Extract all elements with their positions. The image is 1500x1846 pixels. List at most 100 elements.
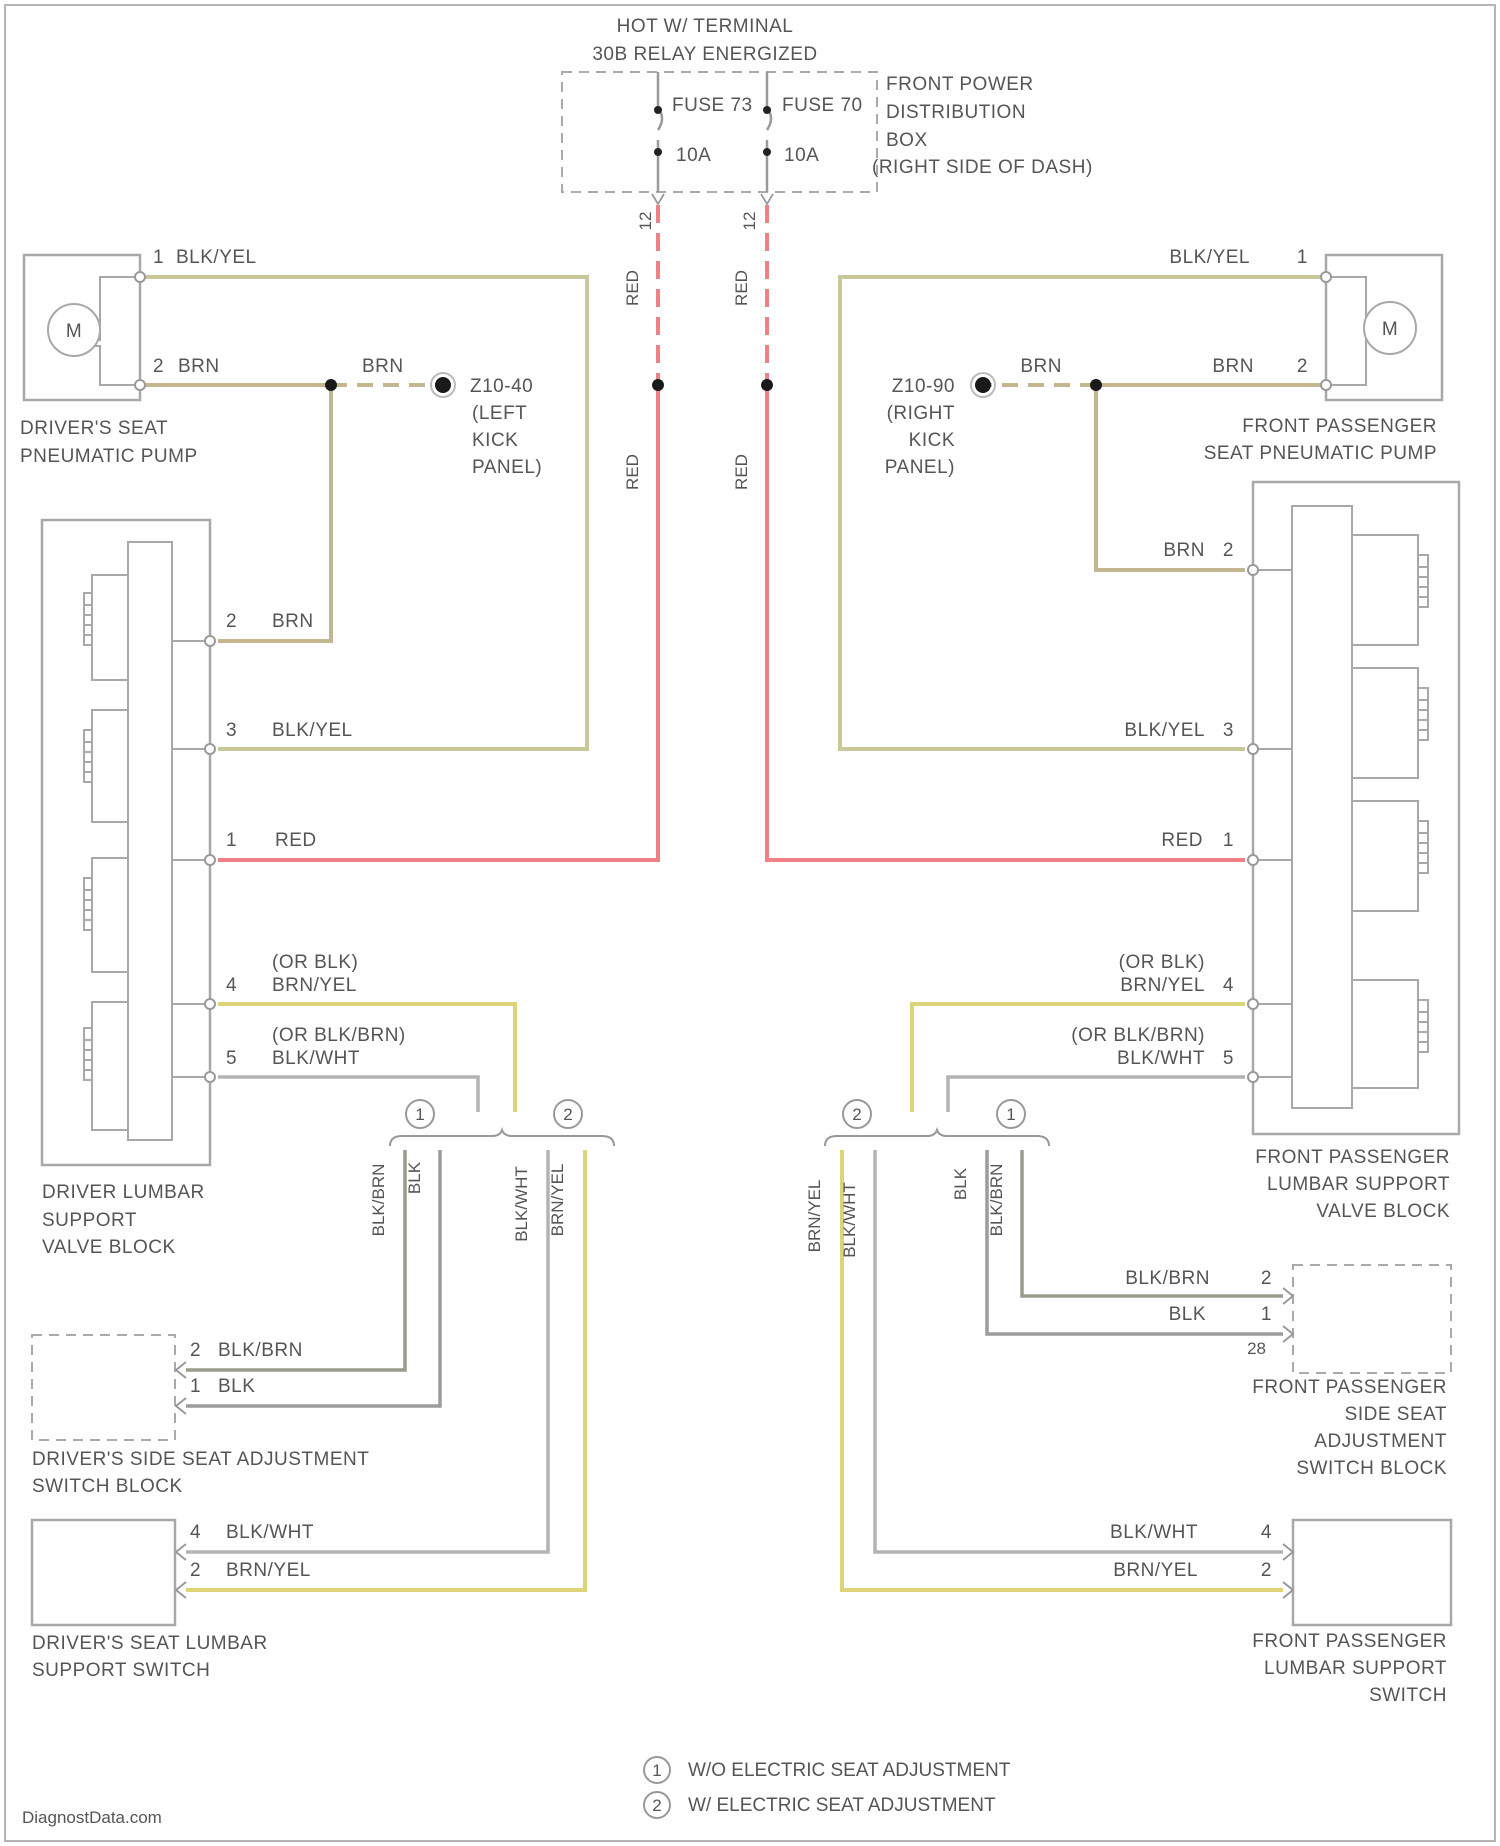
pass-switch-block-box: [1293, 1265, 1451, 1373]
option-symbol-left-2: 2: [554, 1100, 582, 1128]
pass-valve-pin5-wire: BLK/WHT: [1117, 1048, 1205, 1069]
vlabel-right-brn-yel: BRN/YEL: [805, 1180, 824, 1253]
pass-valve-pin5: 5: [1223, 1048, 1234, 1069]
svg-text:1: 1: [652, 1761, 661, 1780]
driver-pump-pin2-wire: BRN: [178, 356, 220, 377]
pass-lumbar-label-1: FRONT PASSENGER: [1252, 1631, 1447, 1652]
blk-wht-wire-right-lower: [875, 1150, 1283, 1552]
pass-lumbar-label-2: LUMBAR SUPPORT: [1264, 1658, 1447, 1679]
driver-pump-pin1: 1: [153, 247, 164, 268]
pass-switch-pin28: 28: [1247, 1339, 1266, 1358]
fuse-70: [767, 72, 771, 192]
brn-yel-wire-left: [218, 1004, 515, 1112]
driver-switch-pin2: 2: [190, 1340, 201, 1361]
brn-wire-left: [140, 385, 440, 641]
driver-switch-pin2-wire: BLK/BRN: [218, 1340, 303, 1361]
red-wire-left: [218, 205, 658, 860]
driver-pump-label-1: DRIVER'S SEAT: [20, 418, 168, 439]
pass-pump-pin1-wire: BLK/YEL: [1169, 247, 1250, 268]
blk-yel-wire-left: [140, 277, 587, 749]
fuse-box-label-4: (RIGHT SIDE OF DASH): [872, 157, 1093, 178]
svg-text:1: 1: [415, 1105, 424, 1124]
fuse-pin-left: 12: [636, 212, 655, 231]
pass-valve-pin1: 1: [1223, 830, 1234, 851]
svg-text:2: 2: [852, 1105, 861, 1124]
pass-valve-pin2-wire: BRN: [1163, 540, 1205, 561]
driver-lumbar-pin2-wire: BRN/YEL: [226, 1560, 311, 1581]
driver-switch-pin1-wire: BLK: [218, 1376, 255, 1397]
ground-right-line2: (RIGHT: [887, 403, 955, 424]
pass-switch-block-label-2: SIDE SEAT: [1345, 1404, 1447, 1425]
pass-valve-pin4-wire: BRN/YEL: [1120, 975, 1205, 996]
fuse-box-label-1: FRONT POWER: [886, 74, 1034, 95]
driver-valve-pin3-wire: BLK/YEL: [272, 720, 353, 741]
driver-valve-box: [42, 520, 210, 1165]
pass-brn-ground-label: BRN: [1020, 356, 1062, 377]
pass-valve-pin3-wire: BLK/YEL: [1124, 720, 1205, 741]
svg-text:1: 1: [1006, 1105, 1015, 1124]
pass-lumbar-pin4: 4: [1261, 1522, 1272, 1543]
driver-valve-label-3: VALVE BLOCK: [42, 1237, 176, 1258]
red-label-left-valve: RED: [275, 830, 317, 851]
pass-switch-block-label-1: FRONT PASSENGER: [1252, 1377, 1447, 1398]
option-symbol-right-2: 2: [843, 1100, 871, 1128]
svg-text:2: 2: [652, 1796, 661, 1815]
driver-valve-pin4: 4: [226, 975, 237, 996]
legend-symbol-2: 2: [644, 1792, 670, 1818]
pass-valve-label-3: VALVE BLOCK: [1316, 1201, 1450, 1222]
blk-wht-wire-right: [948, 1077, 1245, 1112]
driver-lumbar-switch-box: [32, 1520, 175, 1625]
legend-symbol-1: 1: [644, 1757, 670, 1783]
ground-left-line1: Z10-40: [470, 376, 533, 397]
fuse-box-outline: [562, 72, 877, 192]
pass-pump-label-2: SEAT PNEUMATIC PUMP: [1204, 443, 1437, 464]
ground-left-line4: PANEL): [472, 457, 542, 478]
pass-lumbar-switch-box: [1293, 1520, 1451, 1625]
splice-right-brn: [1090, 379, 1102, 391]
pass-lumbar-pin2-wire: BRN/YEL: [1113, 1560, 1198, 1581]
pass-lumbar-pin2: 2: [1261, 1560, 1272, 1581]
pass-valve-pin3: 3: [1223, 720, 1234, 741]
pass-pump-motor-icon: [1326, 277, 1416, 385]
ground-left-line3: KICK: [472, 430, 518, 451]
vlabel-right-blk-brn: BLK/BRN: [987, 1164, 1006, 1237]
fuse-left-label: FUSE 73: [672, 95, 753, 116]
vlabel-left-brn-yel: BRN/YEL: [548, 1164, 567, 1237]
pass-switch-pin2-wire: BLK/BRN: [1125, 1268, 1210, 1289]
legend-line1: W/O ELECTRIC SEAT ADJUSTMENT: [688, 1760, 1011, 1781]
fuse-box-label-3: BOX: [886, 130, 928, 151]
blk-wire-left: [186, 1150, 440, 1406]
ground-left-symbol: [431, 373, 455, 397]
pass-valve-label-2: LUMBAR SUPPORT: [1267, 1174, 1450, 1195]
fuse-right-label: FUSE 70: [782, 95, 863, 116]
red-label-left-mid: RED: [623, 454, 642, 490]
pass-valve-pin4: 4: [1223, 975, 1234, 996]
ground-left-line2: (LEFT: [472, 403, 527, 424]
blk-wht-wire-left: [218, 1077, 478, 1112]
header-line1: HOT W/ TERMINAL: [617, 16, 794, 37]
driver-valve-pin2: 2: [226, 611, 237, 632]
pass-switch-pin2: 2: [1261, 1268, 1272, 1289]
pass-lumbar-label-3: SWITCH: [1369, 1685, 1447, 1706]
driver-lumbar-pin4-wire: BLK/WHT: [226, 1522, 314, 1543]
driver-switch-block-box: [32, 1335, 175, 1440]
vlabel-right-blk: BLK: [951, 1167, 970, 1200]
brn-yel-wire-right-lower: [842, 1150, 1283, 1590]
driver-valve-pin5: 5: [226, 1048, 237, 1069]
vlabel-right-blk-wht: BLK/WHT: [840, 1182, 859, 1258]
pass-pump-label-1: FRONT PASSENGER: [1242, 416, 1437, 437]
splice-left-brn: [325, 379, 337, 391]
driver-lumbar-pin4: 4: [190, 1522, 201, 1543]
ground-right-line4: PANEL): [885, 457, 955, 478]
option-symbol-left-1: 1: [406, 1100, 434, 1128]
driver-switch-pin1: 1: [190, 1376, 201, 1397]
driver-valve-label-2: SUPPORT: [42, 1210, 137, 1231]
driver-valve-bus: [128, 542, 172, 1140]
pass-pump-pin2-wire: BRN: [1212, 356, 1254, 377]
driver-valve-pin3: 3: [226, 720, 237, 741]
option-bracket-left: [390, 1130, 614, 1146]
driver-valve-pin4-alt: (OR BLK): [272, 952, 358, 973]
svg-text:2: 2: [563, 1105, 572, 1124]
pass-switch-pin1-wire: BLK: [1169, 1304, 1206, 1325]
fuse-pin-right: 12: [740, 212, 759, 231]
